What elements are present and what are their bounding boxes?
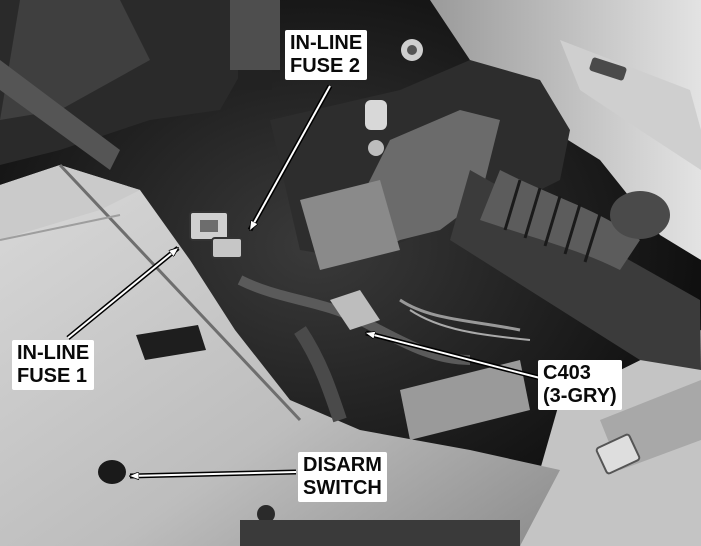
label-c403-line1: C403	[543, 362, 591, 384]
label-disarm-line1: DISARM	[303, 454, 382, 476]
label-inline-fuse-1-line2: FUSE 1	[17, 365, 88, 387]
label-inline-fuse-1: IN-LINE FUSE 1	[12, 340, 95, 390]
label-inline-fuse-2-line2: FUSE 2	[290, 55, 361, 77]
label-c403-line2: (3-GRY)	[543, 385, 617, 407]
label-inline-fuse-1-line1: IN-LINE	[17, 342, 90, 364]
label-connector-c403: C403 (3-GRY)	[538, 360, 622, 410]
label-disarm-switch: DISARM SWITCH	[298, 452, 387, 502]
label-disarm-line2: SWITCH	[303, 477, 382, 499]
label-inline-fuse-2: IN-LINE FUSE 2	[285, 30, 368, 80]
label-inline-fuse-2-line1: IN-LINE	[290, 32, 363, 54]
